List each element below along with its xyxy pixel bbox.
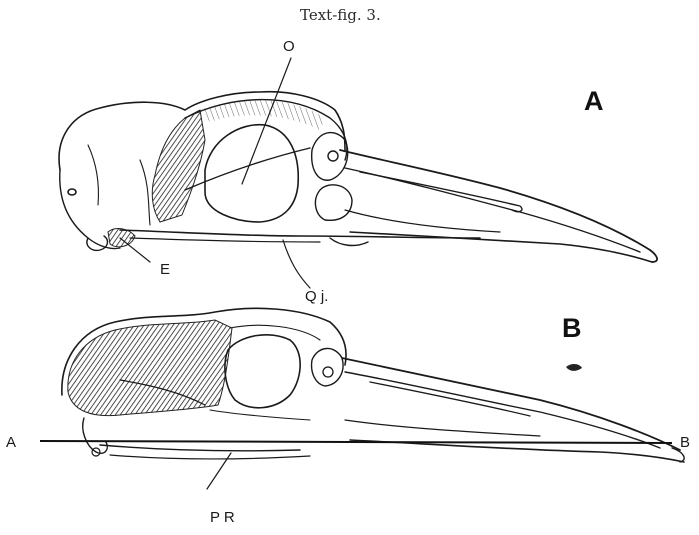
leader-e [120, 238, 150, 262]
ink-mark [566, 364, 582, 371]
figure-caption: Text-fig. 3. [300, 6, 381, 24]
temporal-fossa-shading-a [152, 110, 205, 222]
basioccipital-shading-a [108, 229, 135, 247]
label-qj: Q j. [305, 288, 328, 305]
label-o: O [283, 38, 295, 55]
reference-line [40, 441, 672, 443]
line-label-start: A [6, 434, 16, 451]
leader-qj [283, 240, 310, 288]
skull-b [62, 308, 684, 462]
cranium-shading-b [68, 320, 232, 416]
label-pr: P R [210, 509, 235, 526]
panel-label-a: A [584, 86, 604, 116]
line-label-end: B [680, 434, 690, 451]
panel-label-b: B [562, 313, 582, 343]
label-e: E [160, 261, 170, 278]
leader-o [242, 58, 291, 184]
skull-a [59, 92, 657, 262]
